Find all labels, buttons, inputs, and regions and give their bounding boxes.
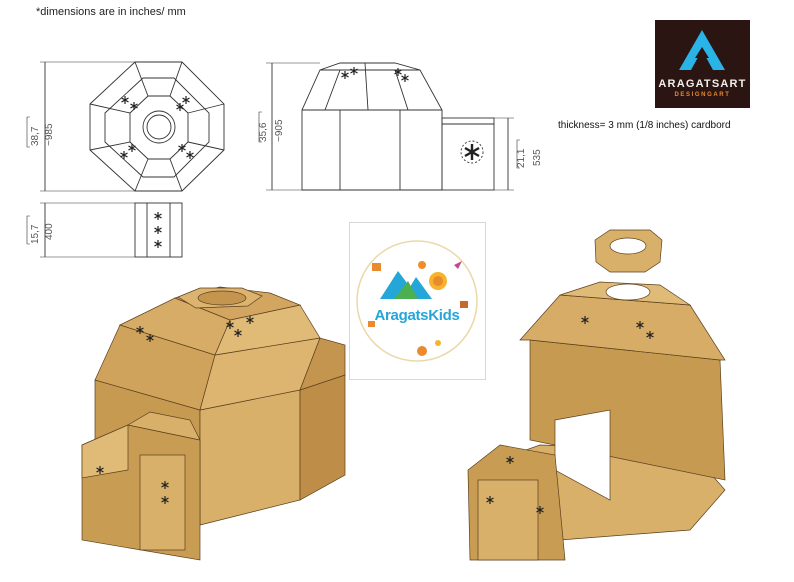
side-view-drawing <box>258 62 520 191</box>
aragatskids-emblem-icon <box>356 240 478 362</box>
tunnel-height-mm: 535 <box>532 149 543 166</box>
aragatskids-name: AragatsKids <box>374 307 460 324</box>
exploded-house-render <box>467 229 726 561</box>
logo-sub: DESIGNGART <box>674 92 731 98</box>
top-view-flakes <box>119 95 195 249</box>
top-view-height-inches: 38,7 <box>30 126 41 146</box>
assembled-house-render <box>81 286 346 561</box>
dimensions-note: *dimensions are in inches/ mm <box>36 6 186 18</box>
tunnel-height-inches: 21,1 <box>516 148 527 168</box>
dome-height-mm: ~905 <box>274 119 285 142</box>
mountain-a-logo-icon <box>679 30 725 70</box>
side-view-flakes <box>340 66 481 162</box>
material-thickness: thickness= 3 mm (1/8 inches) cardbord <box>558 120 731 131</box>
aragatsart-logo: ARAGATSART DESIGNGART <box>655 20 750 108</box>
logo-brand: ARAGATSART <box>658 78 747 90</box>
top-view-height-mm: ~985 <box>44 123 55 146</box>
dome-height-inches: 35,6 <box>258 122 269 142</box>
top-view-drawing <box>26 61 225 258</box>
tunnel-length-inches: 15,7 <box>30 224 41 244</box>
aragatskids-card: AragatsKids <box>349 222 486 380</box>
tunnel-length-mm: 400 <box>44 223 55 240</box>
